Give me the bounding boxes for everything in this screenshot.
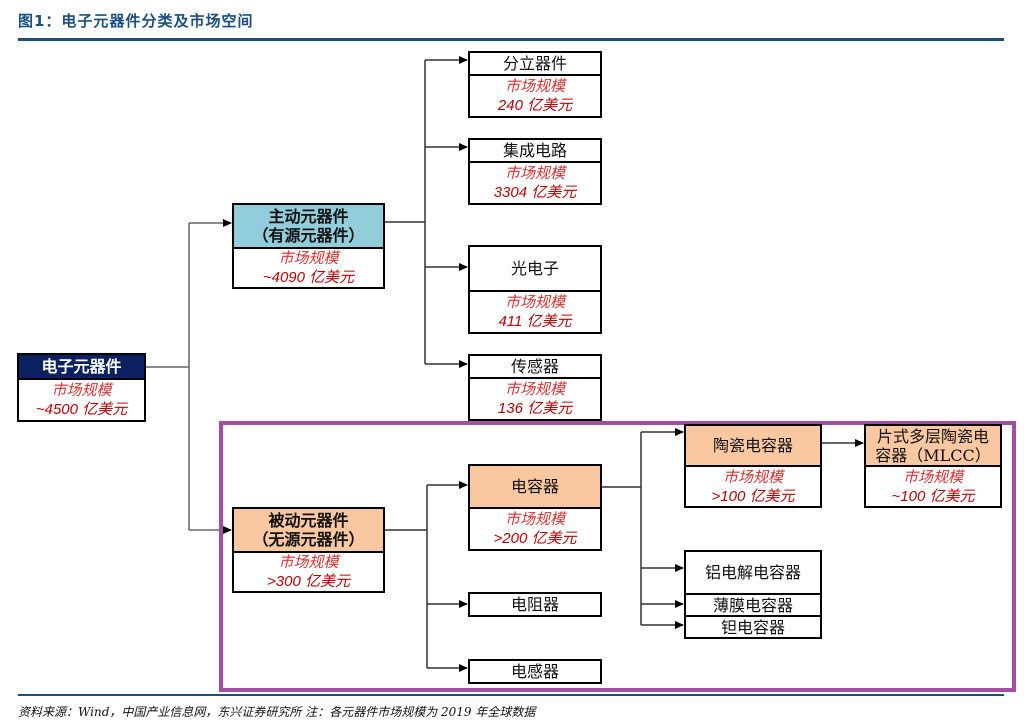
- node-title: 分立器件: [470, 53, 600, 76]
- node-title: 铝电解电容器: [704, 563, 801, 582]
- node-title: 电阻器: [510, 595, 559, 614]
- node-passive-components: 被动元器件 （无源元器件） 市场规模 >300 亿美元: [232, 507, 385, 593]
- market-size-value: 3304 亿美元: [493, 184, 577, 201]
- market-size-value: ~100 亿美元: [891, 487, 975, 505]
- node-integrated-circuits: 集成电路 市场规模 3304 亿美元: [468, 138, 602, 205]
- node-active-components: 主动元器件 （有源元器件） 市场规模 ~4090 亿美元: [232, 203, 385, 289]
- footer-divider: [18, 694, 1004, 696]
- source-note: 资料来源：Wind，中国产业信息网，东兴证券研究所 注：各元器件市场规模为 20…: [18, 705, 536, 719]
- node-inductors: 电感器: [468, 659, 602, 684]
- node-ceramic-capacitors: 陶瓷电容器 市场规模 >100 亿美元: [684, 424, 822, 508]
- title-divider: [18, 38, 1004, 41]
- market-size-value: 136 亿美元: [497, 400, 573, 417]
- passive-components-highlight-frame: [219, 421, 1016, 692]
- node-title: 光电子: [470, 247, 600, 292]
- node-film-capacitors: 薄膜电容器: [684, 593, 822, 617]
- market-size-label: 市场规模: [722, 467, 783, 486]
- market-size-label: 市场规模: [51, 381, 112, 399]
- market-size-label: 市场规模: [278, 249, 339, 267]
- node-discrete-devices: 分立器件 市场规模 240 亿美元: [468, 51, 602, 118]
- node-optoelectronics: 光电子 市场规模 411 亿美元: [468, 245, 602, 334]
- market-size-label: 市场规模: [504, 510, 565, 528]
- market-size-value: >300 亿美元: [267, 573, 350, 590]
- node-subtitle: 容器（MLCC）: [875, 445, 991, 465]
- node-title: 集成电路: [470, 140, 600, 163]
- market-size-value: >100 亿美元: [711, 487, 795, 505]
- market-size-value: ~4090 亿美元: [262, 269, 355, 286]
- node-title: 主动元器件: [268, 207, 349, 226]
- market-size-label: 市场规模: [504, 380, 565, 398]
- node-title: 片式多层陶瓷电: [876, 426, 989, 446]
- node-title: 电感器: [510, 662, 559, 681]
- node-sensors: 传感器 市场规模 136 亿美元: [468, 354, 602, 421]
- node-title: 电子元器件: [19, 355, 144, 380]
- node-mlcc: 片式多层陶瓷电 容器（MLCC） 市场规模 ~100 亿美元: [864, 424, 1002, 508]
- node-title: 被动元器件: [268, 511, 349, 530]
- market-size-label: 市场规模: [278, 553, 339, 571]
- market-size-label: 市场规模: [902, 467, 963, 486]
- node-resistors: 电阻器: [468, 592, 602, 617]
- node-subtitle: （无源元器件）: [252, 530, 365, 549]
- figure-title: 图1：电子元器件分类及市场空间: [18, 12, 254, 30]
- market-size-value: ~4500 亿美元: [35, 401, 128, 418]
- market-size-value: 411 亿美元: [498, 313, 572, 330]
- node-title: 钽电容器: [720, 617, 785, 637]
- node-title: 薄膜电容器: [712, 595, 793, 615]
- market-size-value: 240 亿美元: [497, 97, 573, 114]
- node-capacitors: 电容器 市场规模 >200 亿美元: [468, 464, 602, 551]
- node-tantalum-capacitors: 钽电容器: [684, 615, 822, 639]
- node-subtitle: （有源元器件）: [252, 226, 365, 245]
- market-size-label: 市场规模: [504, 164, 565, 182]
- node-title: 陶瓷电容器: [686, 426, 820, 467]
- market-size-label: 市场规模: [504, 77, 565, 95]
- node-aluminum-electrolytic-capacitors: 铝电解电容器: [684, 550, 822, 595]
- node-title: 电容器: [470, 466, 600, 509]
- node-electronic-components: 电子元器件 市场规模 ~4500 亿美元: [17, 353, 146, 422]
- market-size-label: 市场规模: [504, 293, 565, 311]
- market-size-value: >200 亿美元: [493, 530, 577, 547]
- node-title: 传感器: [470, 356, 600, 379]
